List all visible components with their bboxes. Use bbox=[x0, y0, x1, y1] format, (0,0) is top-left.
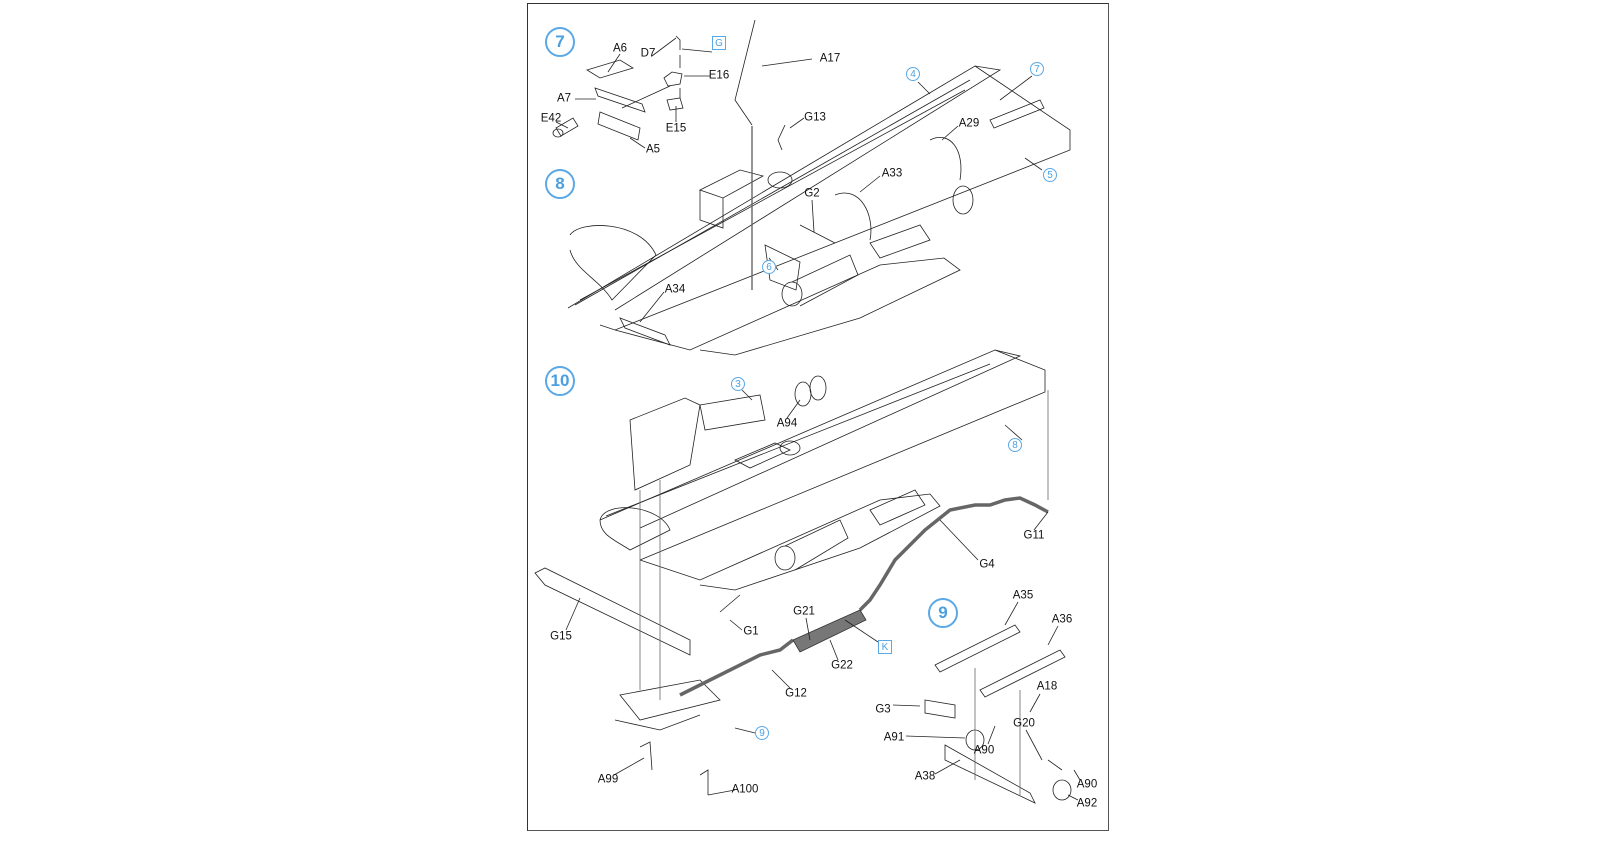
battery-box-10 bbox=[734, 442, 791, 469]
part-label: A36 bbox=[1051, 613, 1073, 626]
step-number-8: 8 bbox=[545, 169, 575, 199]
part-a7 bbox=[594, 87, 646, 113]
part-label: A38 bbox=[914, 770, 936, 783]
part-label: G20 bbox=[1013, 717, 1035, 730]
part-label: A18 bbox=[1036, 680, 1058, 693]
part-g15 bbox=[534, 567, 691, 656]
step9-parts bbox=[924, 624, 1072, 804]
part-g4-g11 bbox=[858, 496, 1049, 612]
part-a94 bbox=[794, 381, 812, 407]
part-label: D7 bbox=[640, 47, 656, 60]
part-a17 bbox=[734, 19, 756, 126]
part-label: A92 bbox=[1076, 797, 1098, 810]
step10-leaders bbox=[565, 389, 1049, 796]
step9-leaders bbox=[892, 601, 1081, 801]
part-g12 bbox=[679, 638, 795, 697]
part-label: A29 bbox=[958, 117, 980, 130]
part-label: G1 bbox=[743, 625, 759, 638]
part-label: E16 bbox=[708, 69, 730, 82]
part-label: A99 bbox=[597, 773, 619, 786]
part-a100 bbox=[699, 769, 709, 795]
part-a33 bbox=[834, 192, 872, 241]
part-g2 bbox=[799, 224, 836, 244]
part-a99 bbox=[639, 741, 653, 771]
subassembly-ref-3: 3 bbox=[731, 377, 745, 391]
part-label: G12 bbox=[785, 687, 807, 700]
sprue-box-g: G bbox=[712, 36, 726, 50]
front-axle bbox=[619, 679, 721, 721]
step7-leaders bbox=[555, 37, 713, 149]
part-a5 bbox=[597, 111, 641, 141]
part-g13 bbox=[777, 124, 786, 151]
part-label: G4 bbox=[979, 558, 995, 571]
part-label: G21 bbox=[793, 605, 815, 618]
part-label: A5 bbox=[645, 143, 661, 156]
part-label: G13 bbox=[804, 111, 826, 124]
part-e16 bbox=[663, 71, 683, 87]
part-a29 bbox=[929, 137, 962, 181]
subassembly-ref-4: 4 bbox=[906, 67, 920, 81]
gearbox bbox=[699, 394, 766, 431]
part-label: E15 bbox=[665, 122, 687, 135]
part-label: A94 bbox=[776, 417, 798, 430]
part-label: A7 bbox=[556, 92, 572, 105]
engine bbox=[629, 397, 701, 491]
part-g3 bbox=[924, 699, 956, 719]
part-e42 bbox=[555, 117, 579, 137]
part-d7 bbox=[675, 35, 681, 50]
part-label: G11 bbox=[1023, 529, 1045, 542]
part-a36 bbox=[979, 649, 1066, 698]
subassembly-ref-5: 5 bbox=[1043, 168, 1057, 182]
part-label: G15 bbox=[550, 630, 572, 643]
part-label: A34 bbox=[664, 283, 686, 296]
part-label: A17 bbox=[819, 52, 841, 65]
part-label: A100 bbox=[731, 783, 759, 796]
sprue-box-k: K bbox=[878, 640, 892, 654]
rear-cross-member bbox=[989, 99, 1045, 129]
instruction-sheet bbox=[527, 3, 1109, 831]
battery-box bbox=[698, 169, 765, 199]
step-number-7: 7 bbox=[545, 27, 575, 57]
part-label: A91 bbox=[883, 731, 905, 744]
part-label: A35 bbox=[1012, 589, 1034, 602]
step10-chassis bbox=[534, 349, 1046, 795]
tool-box bbox=[869, 224, 931, 259]
part-label: G3 bbox=[875, 703, 891, 716]
part-a34 bbox=[619, 317, 671, 346]
part-a6 bbox=[586, 59, 634, 79]
step-number-9: 9 bbox=[928, 598, 958, 628]
rear-hub bbox=[952, 185, 974, 215]
step8-leaders bbox=[639, 58, 1043, 323]
part-label: A90 bbox=[1076, 778, 1098, 791]
part-label: G2 bbox=[804, 187, 820, 200]
subassembly-ref-6: 6 bbox=[762, 260, 776, 274]
subassembly-ref-7: 7 bbox=[1030, 62, 1044, 76]
part-g20 bbox=[1047, 759, 1063, 771]
exhaust-system bbox=[679, 496, 1049, 697]
part-label: G22 bbox=[831, 659, 853, 672]
subassembly-ref-8: 8 bbox=[1008, 438, 1022, 452]
part-label: E42 bbox=[540, 112, 562, 125]
part-a35 bbox=[934, 624, 1021, 673]
step8-chassis bbox=[567, 19, 1071, 356]
step7-parts bbox=[552, 35, 684, 141]
part-label: A6 bbox=[612, 42, 628, 55]
part-e15 bbox=[666, 97, 684, 111]
part-a92 bbox=[1052, 779, 1072, 801]
subassembly-ref-9: 9 bbox=[755, 726, 769, 740]
step-number-10: 10 bbox=[545, 366, 575, 396]
part-g1 bbox=[719, 594, 741, 613]
part-label: A90 bbox=[973, 744, 995, 757]
part-a38 bbox=[944, 744, 1036, 804]
spare-wheel bbox=[767, 171, 793, 189]
part-muffler bbox=[792, 609, 867, 653]
part-label: A33 bbox=[881, 167, 903, 180]
